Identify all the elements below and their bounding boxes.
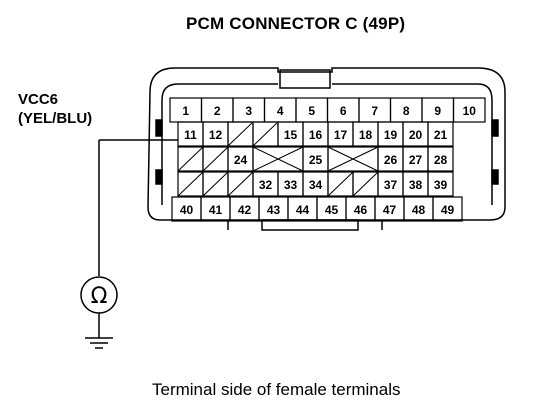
view-caption: Terminal side of female terminals xyxy=(152,380,401,399)
terminal-number: 41 xyxy=(209,203,223,217)
terminal-number: 27 xyxy=(409,153,423,167)
blank-cross xyxy=(327,146,379,172)
terminal-number: 42 xyxy=(238,203,252,217)
terminal-number: 34 xyxy=(309,178,323,192)
terminal-number: 11 xyxy=(184,128,197,142)
terminal-number: 24 xyxy=(234,153,248,167)
terminal-number: 39 xyxy=(434,178,448,192)
terminal-number: 6 xyxy=(340,104,347,118)
terminal-number: 9 xyxy=(434,104,441,118)
blank-cross xyxy=(252,146,304,172)
meter-circuit xyxy=(80,139,178,349)
terminal-cell xyxy=(432,196,463,222)
blank-slash xyxy=(202,146,229,172)
blank-slash xyxy=(202,171,229,197)
terminal-number: 45 xyxy=(325,203,339,217)
terminal-number: 5 xyxy=(308,104,315,118)
terminal-number: 25 xyxy=(309,153,323,167)
signal-label: VCC6 (YEL/BLU) xyxy=(18,90,92,128)
terminal-number: 20 xyxy=(409,128,423,142)
terminal-number: 18 xyxy=(359,128,373,142)
terminal-number: 1 xyxy=(182,104,189,118)
terminal-number: 15 xyxy=(284,128,298,142)
terminal-number: 19 xyxy=(384,128,398,142)
terminal-number: 47 xyxy=(383,203,397,217)
terminal-cell xyxy=(452,97,486,123)
terminal-number: 8 xyxy=(403,104,410,118)
diagram-title: PCM CONNECTOR C (49P) xyxy=(186,14,406,33)
blank-slash xyxy=(177,171,204,197)
blank-slash xyxy=(352,171,379,197)
terminal-number: 33 xyxy=(284,178,298,192)
blank-slash xyxy=(177,146,204,172)
terminal-number: 28 xyxy=(434,153,448,167)
terminal-number: 2 xyxy=(214,104,221,118)
terminal-number: 37 xyxy=(384,178,398,192)
terminal-number: 26 xyxy=(384,153,398,167)
signal-name: VCC6 xyxy=(18,91,59,108)
terminal-number: 38 xyxy=(409,178,423,192)
terminal-number: 4 xyxy=(277,104,284,118)
terminal-number: 7 xyxy=(371,104,378,118)
terminal-number: 12 xyxy=(209,128,223,142)
terminal-number: 32 xyxy=(259,178,273,192)
terminal-number: 46 xyxy=(354,203,368,217)
terminal-number: 16 xyxy=(309,128,323,142)
terminal-number: 40 xyxy=(180,203,194,217)
terminal-number: 21 xyxy=(434,128,448,142)
terminal-cell xyxy=(427,171,454,197)
connector-housing xyxy=(147,67,506,231)
wire-color: (YEL/BLU) xyxy=(18,110,93,127)
blank-slash xyxy=(327,171,354,197)
blank-slash xyxy=(227,171,254,197)
blank-slash xyxy=(252,121,279,147)
terminal-number: 3 xyxy=(245,104,252,118)
terminal-number: 17 xyxy=(334,128,348,142)
terminal-cell xyxy=(427,121,454,147)
blank-slash xyxy=(227,121,254,147)
terminal-number: 48 xyxy=(412,203,426,217)
terminal-number: 49 xyxy=(441,203,455,217)
terminal-number: 10 xyxy=(463,104,477,118)
terminal-number: 43 xyxy=(267,203,281,217)
terminal-cell xyxy=(427,146,454,172)
ohm-symbol: Ω xyxy=(91,284,108,309)
terminal-number: 44 xyxy=(296,203,310,217)
